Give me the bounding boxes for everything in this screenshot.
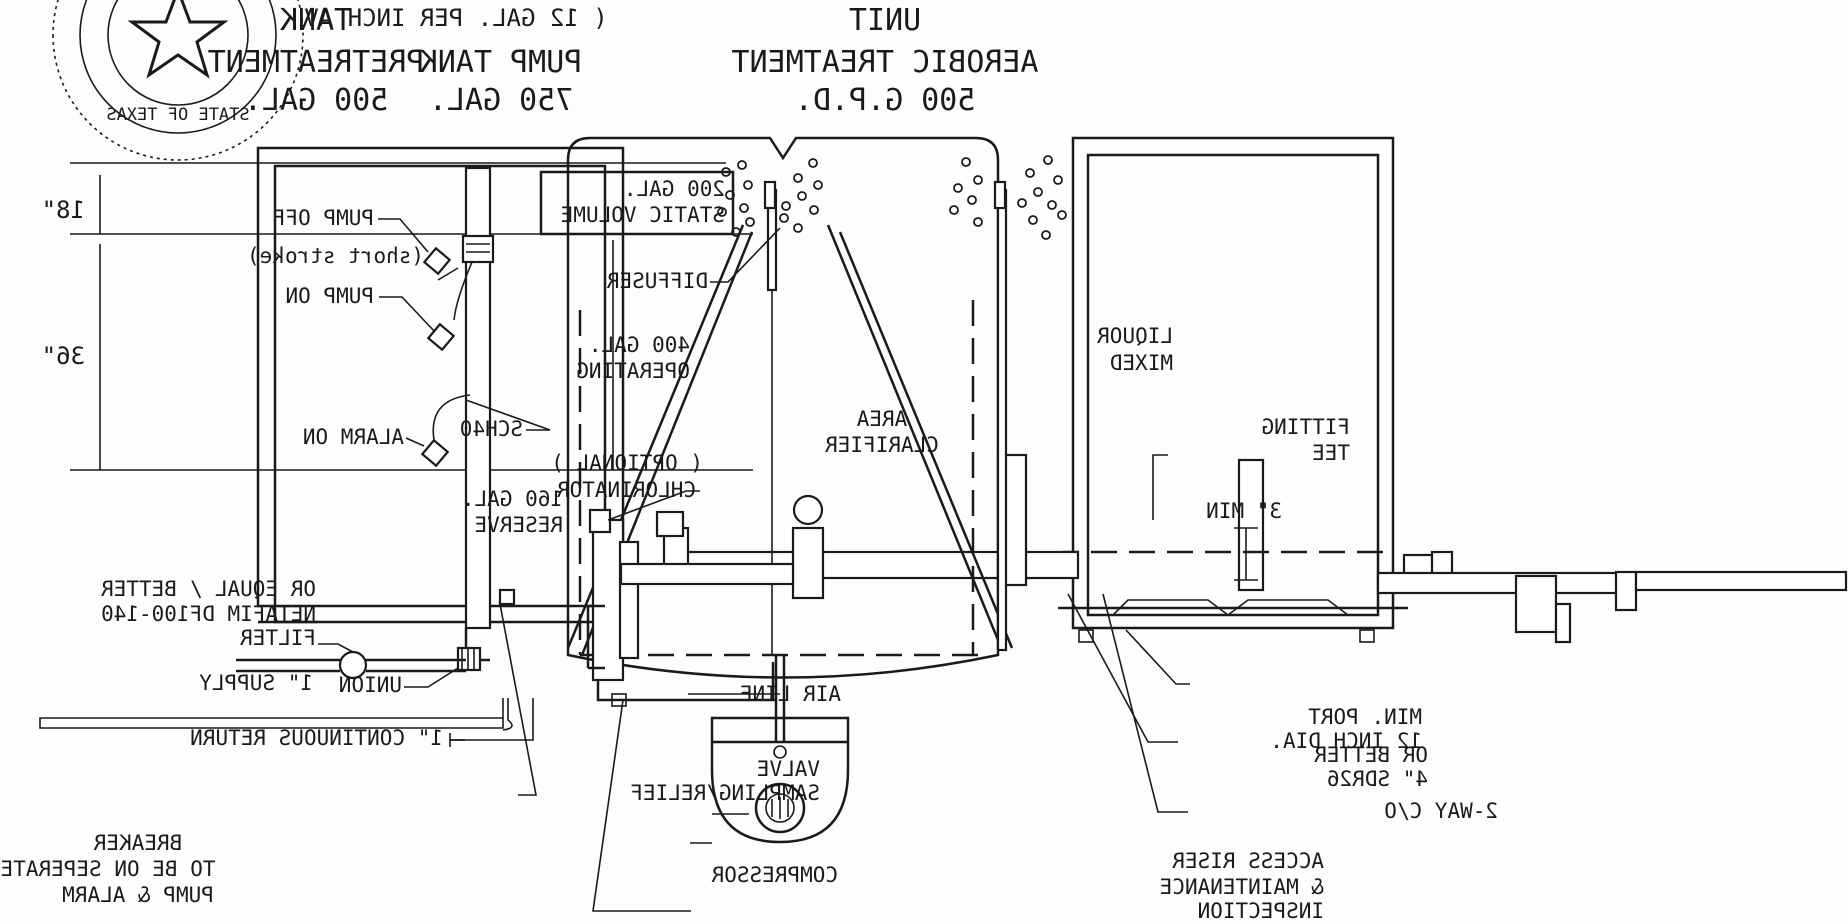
sch40-label: SCH40 — [460, 417, 523, 441]
alarm-float-icon — [420, 438, 450, 468]
cleanout-label: 2-WAY C/O — [1384, 799, 1498, 823]
aerobic-title-line3: UNIT — [849, 3, 921, 38]
filter-line1: FILTER — [240, 626, 316, 650]
pump-off-label: PUMP OFF — [273, 206, 374, 230]
chlorinator-label: CHLORINATOR — [557, 478, 696, 502]
filter-line3: OR EQUAL / BETTER — [101, 577, 316, 601]
seal-text: STATE OF TEXAS — [106, 105, 249, 125]
state-seal: STATE OF TEXAS — [52, 0, 304, 161]
tee-fitting-line2: FITTING — [1261, 415, 1350, 439]
sampling-valve-icon — [498, 588, 516, 606]
compressor-label: COMPRESSOR — [711, 863, 838, 887]
pump-title-line1: 750 GAL. — [429, 83, 574, 118]
aerobic-treatment-unit — [566, 136, 1067, 844]
pretreatment-title-line1: 500 GAL. — [244, 83, 389, 118]
short-stroke-label: (short stroke) — [247, 244, 424, 268]
filter-line2: NETAFIM DF100-140 — [101, 602, 316, 626]
tee-fitting-line1: TEE — [1312, 441, 1350, 465]
clarifier-line2: AREA — [856, 407, 907, 431]
seal-star-icon — [127, 0, 229, 79]
diffuser-bubbles-left — [949, 155, 1067, 240]
pump-tank-title: 750 GAL. PUMP TANK ( 12 GAL. PER INCH AV — [304, 4, 607, 118]
dimension-18-label: 18" — [42, 196, 85, 224]
operating-volume-line2: OPERATING — [576, 359, 690, 383]
aerobic-title-line2: AEROBIC TREATMENT — [731, 45, 1038, 80]
pretreatment-title-line2: PRETREATMENT — [208, 45, 425, 80]
pump-scale-note: ( 12 GAL. PER INCH AV — [304, 4, 607, 32]
pump-title-line2: PUMP TANK — [420, 45, 583, 80]
pump-on-label: PUMP ON — [285, 284, 374, 308]
inspection-line2: & MAINTENANCE — [1160, 875, 1324, 899]
sdr26-line2: OR BETTER — [1314, 743, 1428, 767]
air-line-label: AIR LINE — [740, 682, 841, 706]
supply-label: 1" SUPPLY — [199, 671, 313, 695]
port-line2: MIN. PORT — [1308, 705, 1422, 729]
reserve-volume-line2: RESERVE — [474, 513, 563, 537]
dimension-36-label: 36" — [42, 342, 85, 370]
sampling-line2: VALVE — [757, 757, 820, 781]
chlorinator — [586, 508, 795, 707]
pretreatment-tank — [655, 136, 1848, 644]
union-label: UNION — [339, 673, 402, 697]
compressor-icon — [754, 782, 806, 834]
pump-tank — [39, 146, 753, 747]
static-volume-line1: 200 GAL. — [624, 177, 725, 201]
sampling-line1: SAMPLING/RELIEF — [630, 781, 820, 805]
aerobic-title: 500 G.P.D. AEROBIC TREATMENT UNIT — [731, 3, 1038, 118]
operating-volume-line1: 400 GAL. — [589, 333, 690, 357]
labels: 18" 36" 200 GAL. STATIC VOLUME 400 GAL. … — [1, 177, 1498, 923]
mixed-liquor-line2: LIQUOR — [1097, 324, 1173, 348]
alarm-on-label: ALARM ON — [303, 425, 404, 449]
optional-label: ( OPTIONAL ) — [551, 451, 703, 475]
pump-off-float-icon — [422, 246, 452, 276]
port-line1: 12 INCH DIA. — [1270, 729, 1422, 753]
sdr26-line1: 4" SDR26 — [1327, 767, 1428, 791]
inspection-line1: INSPECTION — [1198, 899, 1324, 923]
aerobic-title-line1: 500 G.P.D. — [795, 83, 976, 118]
mixed-liquor-line1: MIXED — [1110, 351, 1173, 375]
continuous-return-label: 1" CONTINUOUS RETURN — [190, 726, 443, 750]
breaker-note-line2: TO BE ON SEPERATE — [1, 857, 216, 881]
inspection-line3: ACCESS RISER — [1172, 849, 1324, 873]
pretreatment-title-line3: TANK — [280, 3, 352, 38]
diffuser-label: DIFFUSER — [606, 269, 708, 293]
clarifier-line1: CLARIFIER — [825, 433, 939, 457]
min-3-label: 3" MIN — [1206, 499, 1282, 523]
reserve-volume-line1: 160 GAL. — [462, 487, 563, 511]
static-volume-line2: STATIC VOLUME — [561, 203, 725, 227]
leader-lines — [318, 218, 1190, 912]
breaker-note-line1: PUMP & ALARM — [62, 883, 214, 907]
breaker-note-line3: BREAKER — [93, 831, 182, 855]
pretreatment-title: 500 GAL. PRETREATMENT TANK — [208, 3, 425, 118]
